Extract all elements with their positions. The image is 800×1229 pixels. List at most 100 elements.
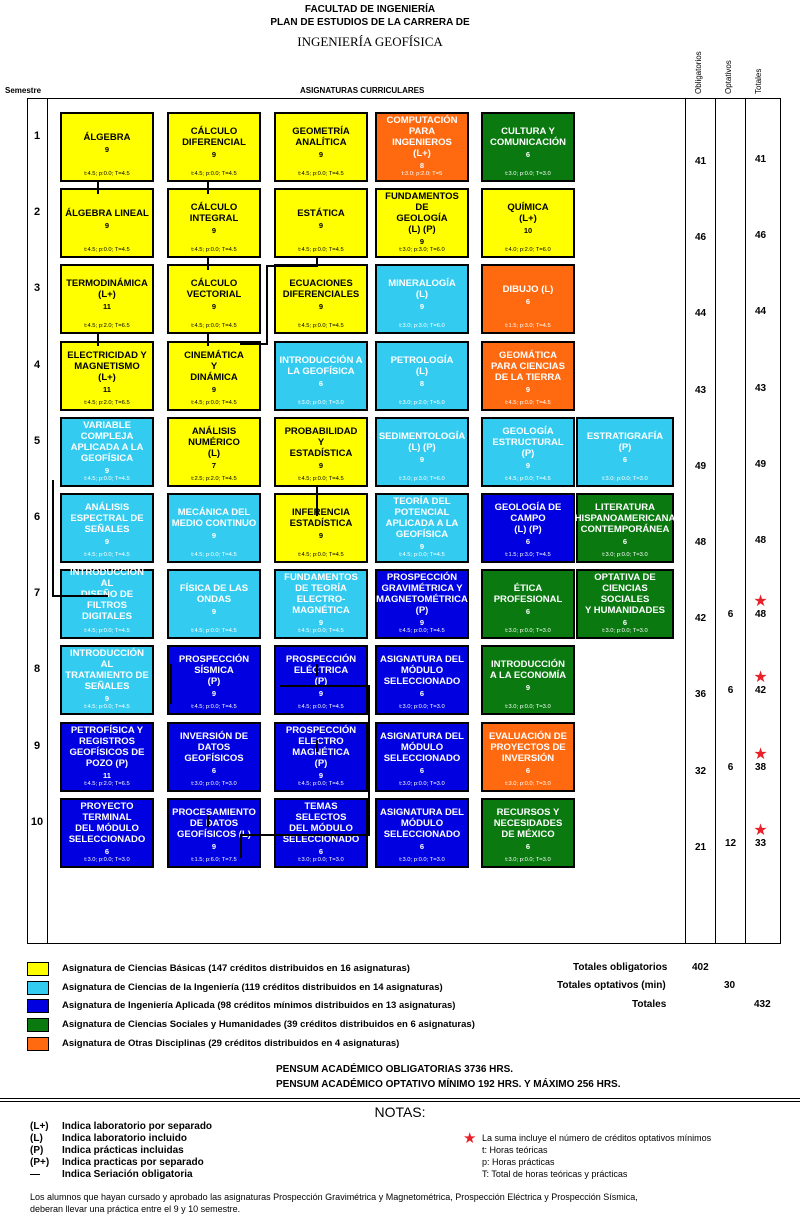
course-title: TEORÍA DEL POTENCIAL APLICADA A LA GEOFÍ… bbox=[385, 496, 459, 540]
note-abbreviation: (L+) bbox=[30, 1121, 49, 1132]
course-body: ELECTRICIDAD Y MAGNETISMO (L+)11 bbox=[62, 343, 152, 400]
course-card[interactable]: VARIABLE COMPLEJA APLICADA A LA GEOFÍSIC… bbox=[60, 417, 154, 487]
course-card[interactable]: OPTATIVA DE CIENCIAS SOCIALES Y HUMANIDA… bbox=[576, 569, 674, 639]
totales-row-value: 43 bbox=[754, 383, 767, 394]
course-card[interactable]: PROSPECCIÓN GRAVIMÉTRICA Y MAGNETOMÉTRIC… bbox=[375, 569, 469, 639]
course-hours: t:4.5; p:0.0; T=4.5 bbox=[483, 398, 573, 409]
course-card[interactable]: PETROFÍSICA Y REGISTROS GEOFÍSICOS DE PO… bbox=[60, 722, 154, 792]
course-card[interactable]: PROYECTO TERMINAL DEL MÓDULO SELECCIONAD… bbox=[60, 798, 154, 868]
course-card[interactable]: FUNDAMENTOS DE TEORÍA ELECTRO- MAGNÉTICA… bbox=[274, 569, 368, 639]
course-body: PROSPECCIÓN GRAVIMÉTRICA Y MAGNETOMÉTRIC… bbox=[376, 571, 468, 628]
course-hours: t:3.0; p:0.0; T=3.0 bbox=[483, 779, 573, 790]
legend-text: Asignatura de Otras Disciplinas (29 créd… bbox=[62, 1038, 400, 1049]
course-title: MECÁNICA DEL MEDIO CONTINUO bbox=[171, 507, 257, 529]
course-credits: 9 bbox=[318, 460, 324, 470]
course-credits: 6 bbox=[419, 841, 425, 851]
course-credits: 9 bbox=[525, 384, 531, 394]
course-credits: 9 bbox=[419, 542, 425, 551]
course-hours: t:4.5; p:0.0; T=4.5 bbox=[169, 321, 259, 332]
seriation-line bbox=[316, 258, 318, 266]
course-hours: t:3.0; p:0.0; T=3.0 bbox=[578, 474, 672, 485]
course-body: INTRODUCCIÓN AL DISEÑO DE FILTROS DIGITA… bbox=[62, 567, 152, 633]
legend-item: Asignatura de Ingeniería Aplicada (98 cr… bbox=[27, 999, 547, 1013]
obligatorios-value: 48 bbox=[694, 537, 707, 548]
course-card[interactable]: LITERATURA HISPANOAMERICANA CONTEMPORÁNE… bbox=[575, 493, 675, 563]
course-hours: t:4.5; p:0.0; T=4.5 bbox=[276, 321, 366, 332]
seriation-line bbox=[280, 685, 370, 687]
note-description: Indica laboratorio por separado bbox=[62, 1121, 213, 1132]
course-title: ECUACIONES DIFERENCIALES bbox=[282, 278, 360, 300]
course-title: CULTURA Y COMUNICACIÓN bbox=[490, 126, 566, 148]
star-icon: ★ bbox=[463, 1130, 477, 1147]
course-credits: 9 bbox=[318, 220, 324, 230]
legend-swatch bbox=[27, 1037, 49, 1051]
semester-number: 10 bbox=[30, 816, 44, 828]
course-card[interactable]: PROCESAMIENTO DE DATOS GEOFÍSICOS (L)9t:… bbox=[167, 798, 261, 868]
course-card[interactable]: INTRODUCCIÓN AL DISEÑO DE FILTROS DIGITA… bbox=[60, 567, 154, 639]
course-title: INTRODUCCIÓN A LA ECONOMÍA bbox=[489, 659, 567, 681]
course-title: ANÁLISIS ESPECTRAL DE SEÑALES bbox=[70, 501, 144, 535]
course-title: GEOLOGÍA DE CAMPO (L) (P) bbox=[494, 501, 562, 535]
course-body: QUÍMICA (L+)10 bbox=[483, 190, 573, 247]
optativos-column-divider bbox=[715, 98, 716, 944]
seriation-line bbox=[97, 334, 99, 346]
course-credits: 6 bbox=[525, 765, 531, 775]
course-card[interactable]: TEORÍA DEL POTENCIAL APLICADA A LA GEOFÍ… bbox=[375, 493, 469, 563]
course-credits: 8 bbox=[419, 161, 425, 170]
course-title: CÁLCULO INTEGRAL bbox=[189, 202, 239, 224]
curriculum-frame bbox=[27, 98, 781, 944]
notes-title: NOTAS: bbox=[374, 1104, 426, 1120]
star-icon: ★ bbox=[753, 593, 768, 610]
seriation-line bbox=[368, 685, 370, 835]
course-title: ELECTRICIDAD Y MAGNETISMO (L+) bbox=[67, 349, 147, 383]
